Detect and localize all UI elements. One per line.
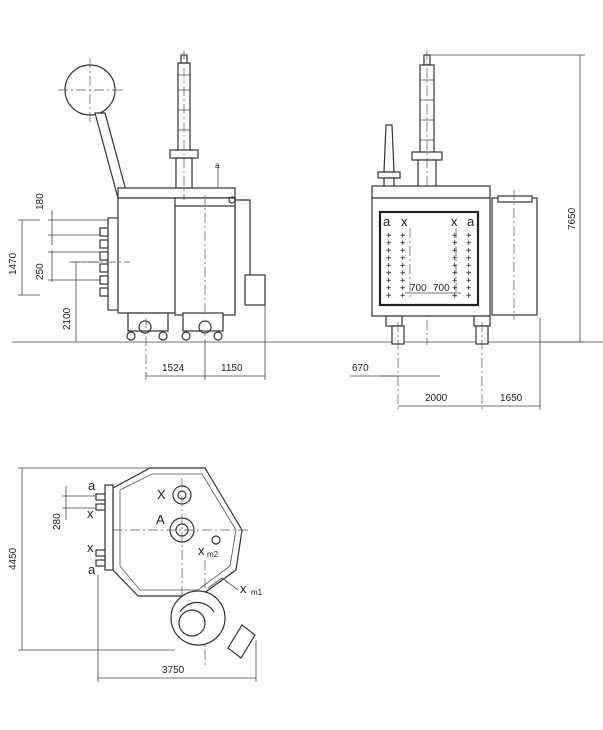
front-cooler (491, 197, 538, 316)
tap-marker: + (466, 246, 472, 256)
front-label-x-right: x (451, 214, 458, 229)
tap-marker: + (452, 276, 458, 286)
plan-label-x-top: x (87, 506, 94, 521)
tap-marker: + (466, 276, 472, 286)
dim-180: 180 (35, 193, 46, 210)
front-tank (371, 197, 491, 317)
winding-window (378, 210, 480, 307)
dim-280: 280 (52, 513, 63, 530)
conservator-support (94, 112, 129, 199)
plan-label-x-bottom: x (87, 540, 94, 555)
tap-marker: + (386, 239, 392, 249)
plan-dimensions: 280 4450 3750 (8, 467, 257, 682)
tap-marker: + (386, 291, 392, 301)
tap-marker: + (452, 254, 458, 264)
tap-marker: + (466, 239, 472, 249)
tap-marker: + (386, 246, 392, 256)
tap-marker: + (452, 284, 458, 294)
tap-marker: + (452, 269, 458, 279)
lv-terminal-panel (107, 217, 119, 311)
side-elevation-view: a 180 (8, 50, 603, 380)
tap-marker: + (386, 254, 392, 264)
plan-label-xm2: x (198, 543, 205, 558)
front-tank-cover (371, 185, 491, 199)
plan-label-xm1: x (240, 581, 247, 596)
plan-label-a-top: a (88, 478, 96, 493)
plan-view: a x X A x a x m2 x m1 280 4450 3750 (8, 467, 263, 682)
plan-cooler (170, 590, 226, 646)
dim-2100: 2100 (62, 307, 73, 330)
plan-accessory (227, 624, 256, 659)
plan-terminal-panel (104, 484, 114, 571)
dim-700-left: 700 (410, 283, 427, 294)
side-dimensions: 180 1470 250 2100 1524 1150 (8, 193, 266, 380)
tap-marker: + (400, 246, 406, 256)
tap-marker: + (386, 284, 392, 294)
tap-marker: + (466, 261, 472, 271)
plan-bushing-xm2 (211, 535, 221, 545)
tap-marker: + (400, 231, 406, 241)
tap-marker: + (466, 269, 472, 279)
plan-tank-outline (112, 467, 243, 597)
tap-marker: + (400, 239, 406, 249)
dim-1650: 1650 (500, 393, 523, 404)
tap-marker: + (386, 231, 392, 241)
dim-2000: 2000 (425, 393, 448, 404)
front-wheels (385, 315, 491, 410)
tap-marker: + (400, 276, 406, 286)
tap-marker: + (400, 261, 406, 271)
tap-marker: + (466, 284, 472, 294)
dim-4450: 4450 (8, 547, 19, 570)
dim-1524: 1524 (162, 363, 185, 374)
tap-marker: + (452, 239, 458, 249)
plan-label-xm2-sub: m2 (207, 550, 219, 559)
dim-250: 250 (35, 263, 46, 280)
tap-marker: + (386, 269, 392, 279)
tap-marker: + (400, 254, 406, 264)
dim-7650: 7650 (567, 207, 578, 230)
tap-marker: + (466, 254, 472, 264)
tap-marker: + (400, 269, 406, 279)
side-terminal-label: a (215, 161, 220, 170)
plan-label-X: X (157, 487, 166, 502)
hv-bushing-side (169, 50, 199, 200)
front-elevation-view: a x x a ++++++++++++++++++++++++++++++++… (350, 50, 585, 410)
dim-670: 670 (352, 363, 369, 374)
tap-marker: + (452, 261, 458, 271)
front-label-x-left: x (401, 214, 408, 229)
plan-label-a-bottom: a (88, 562, 96, 577)
control-box (244, 274, 266, 306)
tap-marker: + (386, 261, 392, 271)
tap-marker: + (386, 276, 392, 286)
dim-700-right: 700 (433, 283, 450, 294)
dim-1470: 1470 (8, 252, 19, 275)
tap-marker: + (400, 284, 406, 294)
front-dimensions: 7650 670 2000 1650 (350, 54, 585, 410)
tap-marker: + (452, 246, 458, 256)
dim-1150: 1150 (221, 363, 243, 374)
plan-label-A: A (156, 512, 165, 527)
winding-tap-grid: ++++++++++++++++++++++++++++++++++++ (386, 231, 472, 301)
tap-marker: + (466, 291, 472, 301)
side-wheels (126, 312, 224, 341)
tank-cover (117, 187, 236, 199)
tap-marker: + (466, 231, 472, 241)
front-label-a-right: a (467, 214, 475, 229)
dim-3750: 3750 (162, 665, 185, 676)
tap-marker: + (452, 291, 458, 301)
neutral-bushing (377, 124, 401, 189)
plan-label-xm1-sub: m1 (251, 588, 263, 597)
tap-marker: + (452, 231, 458, 241)
tap-marker: + (400, 291, 406, 301)
front-label-a-left: a (383, 214, 391, 229)
